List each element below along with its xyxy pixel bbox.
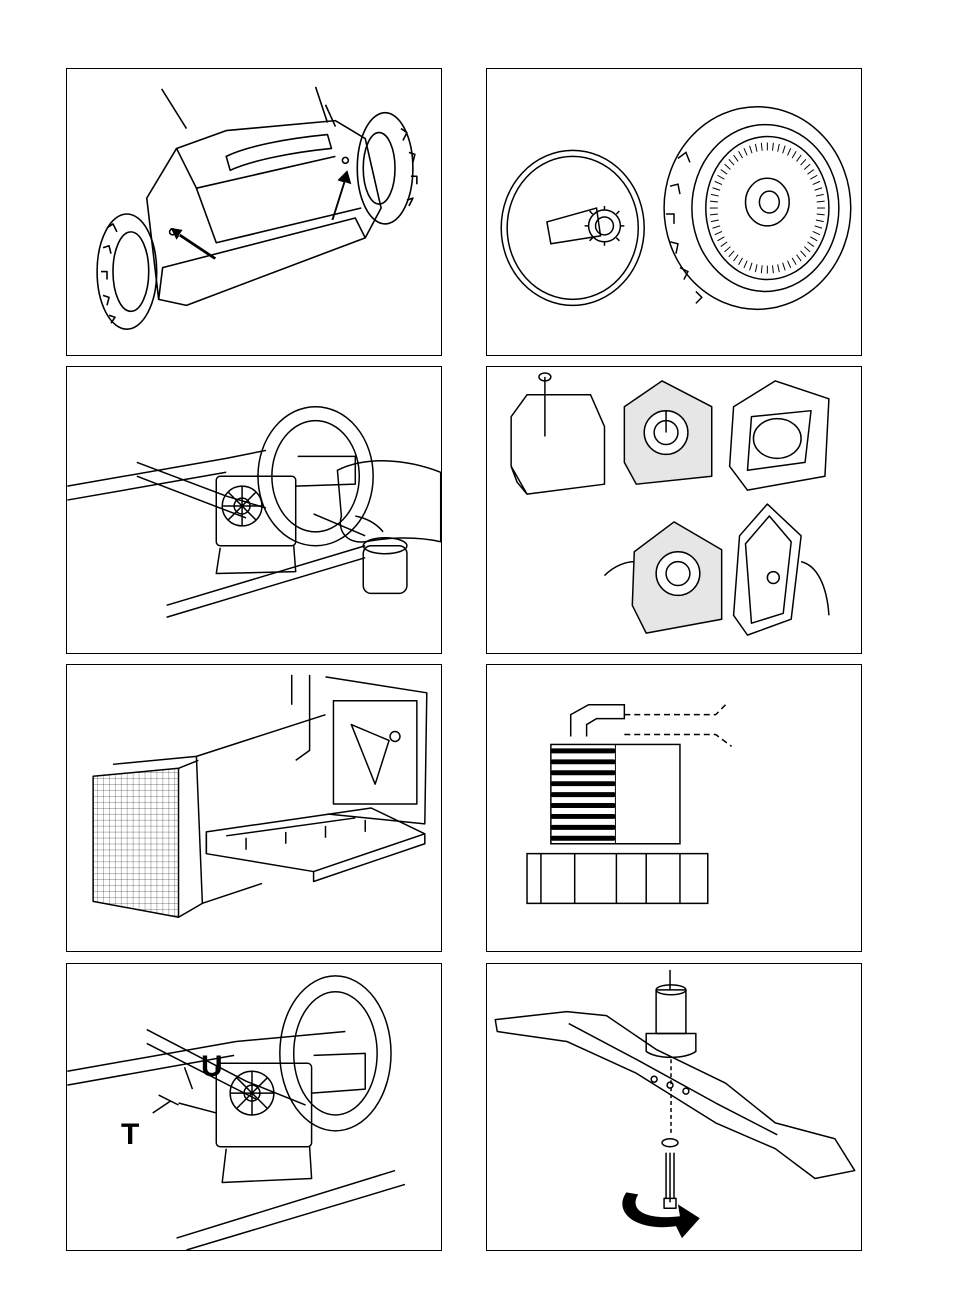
figure-air-filter-cover-foam (486, 366, 862, 654)
callout-u-label: U (201, 1052, 223, 1082)
figure-paper-air-filter-housing (66, 664, 442, 952)
figure-gearbox-lubrication (66, 366, 442, 654)
spark-plug-illustration (487, 665, 861, 951)
figure-wheel-gear-disassembly (486, 68, 862, 356)
ring-gear-teeth (710, 142, 825, 273)
blade-mounting-illustration (487, 964, 861, 1250)
air-filter-illustration (487, 367, 861, 653)
figure-gearbox-belt-callouts: T U (66, 963, 442, 1251)
mower-rear-illustration (67, 69, 441, 355)
figure-spark-plug (486, 664, 862, 952)
gearbox-belt-illustration (67, 964, 441, 1250)
rotation-arrow-icon (622, 1192, 699, 1238)
figure-cutting-blade-mounting (486, 963, 862, 1251)
paper-filter-illustration (67, 665, 441, 951)
figure-mower-rear-wheels (66, 68, 442, 356)
spark-plug-threads (551, 748, 616, 840)
wheel-gear-illustration (487, 69, 861, 355)
callout-t-label: T (121, 1120, 139, 1150)
gearbox-lubrication-illustration (67, 367, 441, 653)
